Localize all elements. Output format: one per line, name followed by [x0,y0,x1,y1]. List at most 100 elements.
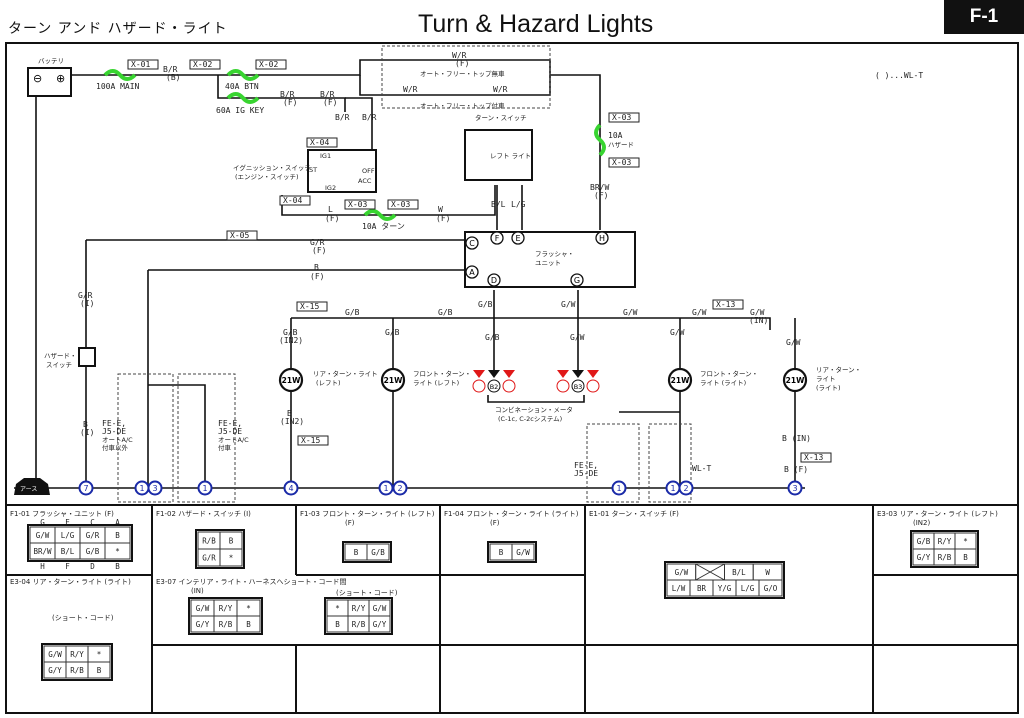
ground-label: アース [20,486,37,493]
fuse-hazard-rating: 10A [608,131,623,140]
wire-label: G/R [310,238,325,247]
connector-panel-title: E3-03 リア・ターン・ライト (レフト) [877,509,998,518]
pin-label: H [40,562,45,571]
bulb-icon [782,367,808,393]
ground-point-label: 1 [383,484,388,493]
fuse-btn-label: 40A BTN [225,82,259,91]
indicator-arrow-icon [488,370,500,378]
connector-pin [366,543,390,561]
connector-tag [387,199,419,210]
wire-right-drops [619,318,796,488]
ground-point [787,480,803,496]
ground-point-label: 1 [202,484,207,493]
wire-label: (IN2) [280,417,304,426]
flasher-terminal [570,273,584,287]
rear-turn-left-label: リア・ターン・ライト [313,369,378,378]
wire-label: (F) [455,59,469,68]
wire-label: W/R [403,85,418,94]
meter-terminal [487,379,501,393]
ground-point [147,480,163,496]
fuse-btn-icon [226,69,260,81]
connector-pin-label: G/O [764,584,778,593]
fuse-hazard-icon [594,123,606,157]
flasher-terminal [595,231,609,245]
indicator-arrow-icon [572,370,584,378]
connector-panel-title: F1-04 フロント・ターン・ライト (ライト) [444,509,579,518]
connector-tag-label: X-04 [310,138,329,147]
fuse-main-label: 100A MAIN [96,82,140,91]
ground-point-label: 1 [670,484,675,493]
connector-pin-label: G/W [516,548,530,557]
connector-tag [608,157,640,168]
fuse-turn-label: 10A ターン [362,222,405,231]
connector-pin [758,579,783,597]
connector-pin [511,543,535,561]
rear-turn-right-label: リア・ターン・ [816,365,861,374]
connector-pin-label: R/Y [938,537,952,546]
bulb-icon [278,367,304,393]
indicator-lamp-icon [472,379,486,393]
wire-label: (IN2) [279,336,303,345]
car-ground-icon [14,478,50,495]
ignition-position: OFF [362,167,375,175]
connector-pin-label: G/B [86,547,100,556]
connector-pin [87,661,111,679]
ground-point [611,480,627,496]
auto-free-top-with-label: オート・フリー・トップ無車 [420,69,505,78]
connector-tag-label: X-04 [283,196,302,205]
ignition-position: ST [309,166,317,174]
engine-note: FE-E, [102,419,126,428]
connector-pin-label: R/Y [352,604,366,613]
connector-pin-label: * [229,554,234,563]
wire-lamp-drops [290,290,579,488]
legend-note: ( )...WL-T [875,71,923,80]
connector-pin-label: W [765,568,770,577]
front-turn-left-label: ライト (レフト) [413,379,459,387]
ignition-switch-label: (エンジン・スイッチ) [235,173,299,181]
bulb-icon [667,367,693,393]
ignition-position: IG2 [325,184,336,192]
hazard-switch-label: ハザード・ [44,352,77,360]
flasher-terminal-label: E [515,234,520,243]
pin-label: A [115,518,120,527]
fuse-main-icon [103,69,137,81]
connector-pin-label: R/B [352,620,366,629]
wire-label: (F) [312,246,326,255]
wire-label: G/B [385,328,400,337]
connector-pin-label: R/B [202,537,216,546]
connector-tag-label: X-05 [230,231,249,240]
connector-panel-grid [6,505,1018,713]
connector-tag [296,301,328,312]
flasher-terminal-label: F [495,234,500,243]
connector-tags: X-01 X-02 X-02 X-03 X-03 X-04 X-04 X-03 … [127,59,832,463]
bulb-rating: 21W [384,376,403,385]
connector-pin-label: R/B [219,620,233,629]
engine-note: J5-DE [574,469,598,478]
front-turn-right-label: ライト (ライト) [700,379,746,387]
connector-pin-label: B [354,548,359,557]
connector-pin-label: R/B [938,553,952,562]
connector-tag-label: X-03 [391,200,410,209]
connector-panel-subtitle: (IN2) [913,519,930,527]
meter-terminal-label: B3 [574,383,583,391]
combination-meter-label: (C-1c, C-2cシステム) [498,415,562,423]
ground-point-label: 1 [616,484,621,493]
wire-label: (I) [80,428,94,437]
flasher-terminal-label: C [469,239,475,248]
connector-tag-label: X-03 [612,113,631,122]
ignition-switch-body [307,149,377,193]
connector-tag-label: X-03 [612,158,631,167]
wire-label: W/R [493,85,508,94]
wire-label: B/R [163,65,178,74]
front-turn-left-label: フロント・ターン・ [413,369,471,378]
auto-free-top-without-label: オート・フリー・トップ付車 [420,101,505,110]
pin-label: G [40,518,45,527]
connector-tag [226,230,258,241]
wire-label: G/B [283,328,298,337]
wire-label: (B) [166,73,180,82]
